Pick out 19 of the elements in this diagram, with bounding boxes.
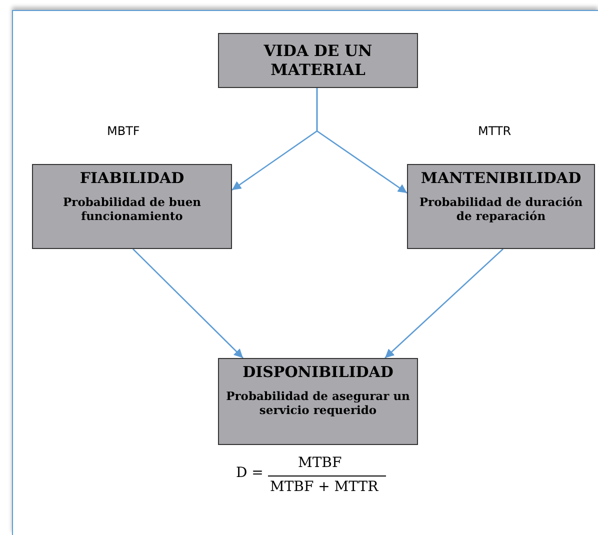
- arrow: [316, 88, 408, 194]
- box-description: Probabilidad de asegurar un servicio requerido: [225, 389, 411, 418]
- box-title: VIDA DE UN MATERIAL: [262, 42, 374, 80]
- acronym-label: MBTF: [107, 124, 140, 138]
- formula-text: MTBF + MTTR: [270, 479, 378, 495]
- process-box: [32, 164, 232, 249]
- process-box: [407, 164, 595, 249]
- box-title: FIABILIDAD: [80, 169, 184, 187]
- process-box: [218, 33, 418, 88]
- process-box: [218, 358, 418, 445]
- box-title: MANTENIBILIDAD: [420, 169, 582, 187]
- box-title: DISPONIBILIDAD: [242, 363, 394, 381]
- acronym-label: MTTR: [478, 124, 512, 138]
- formula-text: MTBF: [298, 455, 342, 471]
- arrow: [384, 248, 504, 358]
- arrow: [132, 248, 244, 358]
- box-description: Probabilidad de buen funcionamiento: [62, 195, 202, 224]
- box-description: Probabilidad de duración de reparación: [418, 195, 584, 224]
- formula-text: D =: [236, 465, 264, 481]
